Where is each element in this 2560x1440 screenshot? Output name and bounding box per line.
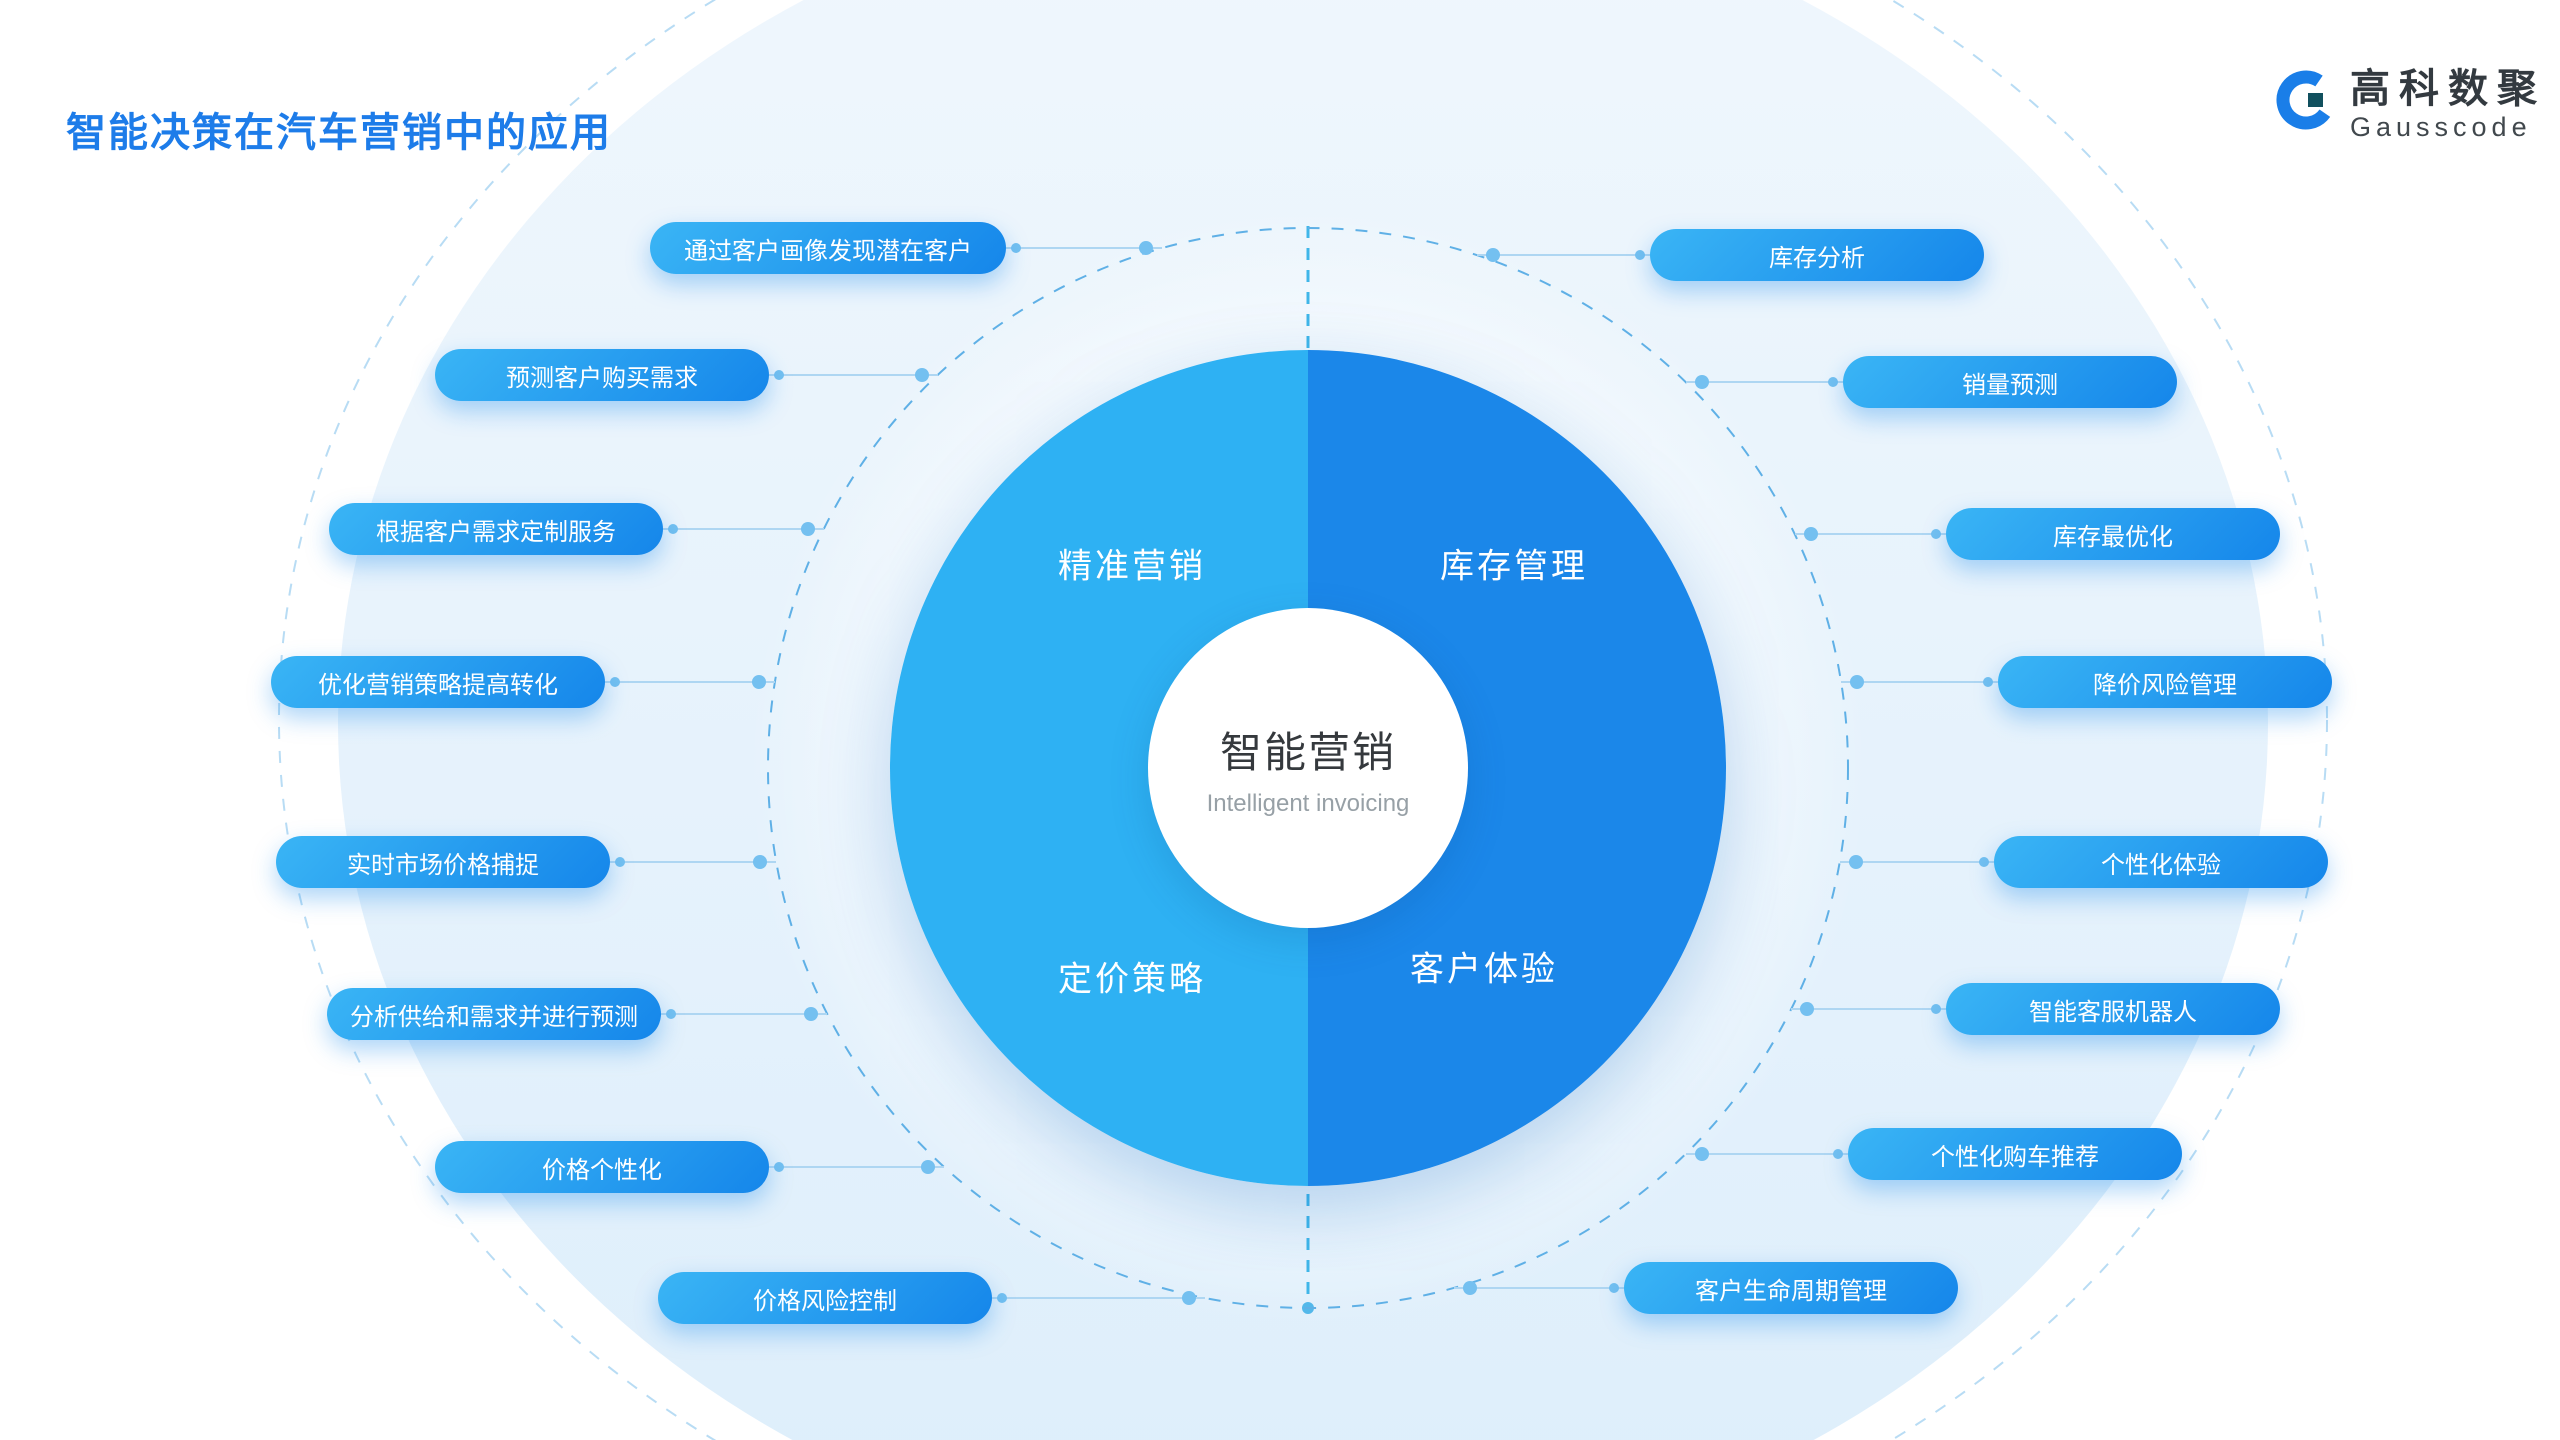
brand-logo: 高科数聚 Gausscode	[2274, 68, 2546, 143]
pill-label: 销量预测	[1962, 371, 2058, 399]
quadrant-label-inventory-management: 库存管理	[1440, 547, 1588, 586]
pill-label: 实时市场价格捕捉	[347, 851, 539, 879]
connector-dot	[1182, 1291, 1196, 1305]
connector-dot	[1463, 1281, 1477, 1295]
connector-dot	[774, 370, 784, 380]
dashed-orbit-circle	[767, 227, 1849, 1309]
connector-dot	[1695, 1147, 1709, 1161]
connector-dot	[1983, 677, 1993, 687]
connector-dot	[1850, 675, 1864, 689]
connector-dot	[615, 857, 625, 867]
pill-label: 优化营销策略提高转化	[318, 671, 558, 699]
pill-label: 价格风险控制	[753, 1287, 897, 1315]
pill-label: 价格个性化	[542, 1156, 662, 1184]
pill-right-6: 智能客服机器人	[1946, 983, 2280, 1035]
connector-dot	[1635, 250, 1645, 260]
pill-label: 通过客户画像发现潜在客户	[684, 237, 972, 265]
pill-right-7: 个性化购车推荐	[1848, 1128, 2182, 1180]
pill-right-8: 客户生命周期管理	[1624, 1262, 1958, 1314]
pill-label: 分析供给和需求并进行预测	[350, 1003, 638, 1031]
connector-dot	[1828, 377, 1838, 387]
connector-dot	[915, 368, 929, 382]
pill-label: 根据客户需求定制服务	[376, 518, 616, 546]
connector-dot	[801, 522, 815, 536]
connector-dot	[1486, 248, 1500, 262]
pill-right-4: 降价风险管理	[1998, 656, 2332, 708]
connector-dot	[1931, 529, 1941, 539]
page-title: 智能决策在汽车营销中的应用	[66, 111, 612, 155]
pill-label: 降价风险管理	[2093, 671, 2237, 699]
center-circle: 智能营销 Intelligent invoicing	[1148, 608, 1468, 928]
pill-left-7: 价格个性化	[435, 1141, 769, 1193]
pill-label: 客户生命周期管理	[1695, 1277, 1887, 1305]
connector-lines	[605, 247, 1998, 1299]
connector-dot	[921, 1160, 935, 1174]
quadrant-label-precision-marketing: 精准营销	[1058, 547, 1206, 586]
connector-dot	[1011, 243, 1021, 253]
pill-label: 预测客户购买需求	[506, 364, 698, 392]
gausscode-logo-icon	[2276, 70, 2336, 130]
connector-dot	[997, 1293, 1007, 1303]
pill-label: 个性化购车推荐	[1931, 1143, 2099, 1171]
pill-left-1: 通过客户画像发现潜在客户	[650, 222, 1006, 274]
quadrant-label-customer-experience: 客户体验	[1410, 950, 1558, 989]
pill-label: 库存分析	[1769, 244, 1865, 272]
pill-left-6: 分析供给和需求并进行预测	[327, 988, 661, 1040]
connector-dot	[1849, 855, 1863, 869]
connector-dot	[753, 855, 767, 869]
background-dashed-ellipse	[278, 0, 2328, 1440]
brand-subtitle: Gausscode	[2350, 112, 2532, 142]
brand-name: 高科数聚	[2350, 67, 2546, 111]
pill-right-3: 库存最优化	[1946, 508, 2280, 560]
connector-dot	[1804, 527, 1818, 541]
connector-dot	[804, 1007, 818, 1021]
connector-dot	[1833, 1149, 1843, 1159]
quadrant-label-pricing-strategy: 定价策略	[1058, 960, 1206, 999]
connector-dot	[1695, 375, 1709, 389]
pill-left-2: 预测客户购买需求	[435, 349, 769, 401]
connector-dot	[610, 677, 620, 687]
connector-dot	[1609, 1283, 1619, 1293]
connector-dots	[610, 241, 1993, 1305]
connector-dot	[666, 1009, 676, 1019]
connector-dot	[752, 675, 766, 689]
connector-dot	[668, 524, 678, 534]
pill-right-5: 个性化体验	[1994, 836, 2328, 888]
pill-label: 库存最优化	[2053, 523, 2173, 551]
connector-dot	[1139, 241, 1153, 255]
pill-left-5: 实时市场价格捕捉	[276, 836, 610, 888]
brand-text: 高科数聚 Gausscode	[2350, 68, 2546, 143]
connector-dot	[1931, 1004, 1941, 1014]
pill-label: 个性化体验	[2101, 851, 2221, 879]
pill-left-8: 价格风险控制	[658, 1272, 992, 1324]
pill-right-2: 销量预测	[1843, 356, 2177, 408]
pill-right-1: 库存分析	[1650, 229, 1984, 281]
pill-left-4: 优化营销策略提高转化	[271, 656, 605, 708]
connector-dot	[1979, 857, 1989, 867]
pill-label: 智能客服机器人	[2029, 998, 2197, 1026]
center-title: 智能营销	[1219, 728, 1396, 776]
connector-dot	[1800, 1002, 1814, 1016]
pill-left-3: 根据客户需求定制服务	[329, 503, 663, 555]
center-subtitle: Intelligent invoicing	[1206, 789, 1410, 817]
connector-dot	[774, 1162, 784, 1172]
